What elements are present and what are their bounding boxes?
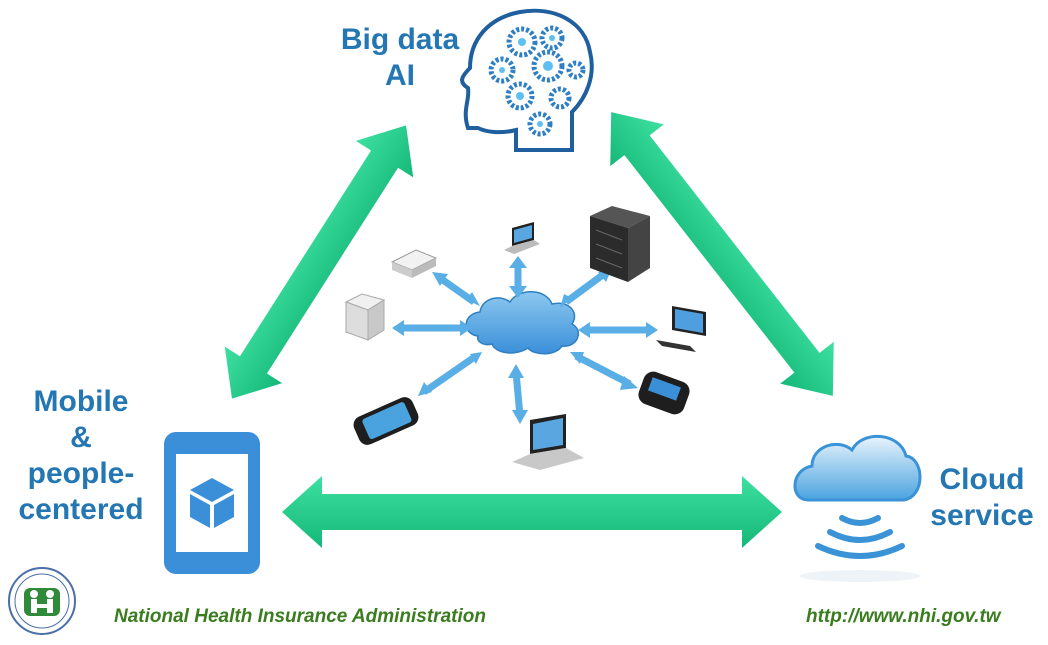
smartphone-cube-icon [164,432,260,574]
mobile-line2: & [70,421,92,454]
laptop-bottom-device [512,414,584,470]
organization-name: National Health Insurance Administration [114,606,486,627]
mobile-line4: centered [18,493,144,526]
bigdata-label: Big data AI [320,22,480,94]
mobile-line1: Mobile [33,385,129,418]
router-device [390,249,438,278]
blackberry-phone-device [638,371,690,415]
nhi-logo [8,567,76,635]
arrow-mobile-cloud [282,476,782,548]
mobile-line3: people- [27,457,135,490]
cloud-line1: Cloud [939,463,1025,496]
arrow-bigdata-cloud [610,112,834,396]
server-rack-device [590,206,650,282]
brain-gears-icon [460,8,594,152]
cloud-label: Cloud service [924,462,1040,534]
mobile-label: Mobile & people- centered [6,384,156,528]
bigdata-line1: Big data [340,23,460,56]
arrow-mobile-bigdata [224,125,414,399]
cloud-line2: service [930,499,1034,532]
network-cloud-icon [344,206,706,470]
server-box-device [344,293,386,341]
laptop-top-device [504,222,540,254]
cloud-signal-icon [793,435,922,582]
bigdata-line2: AI [385,59,415,92]
desktop-monitor-device [656,306,706,352]
website-url[interactable]: http://www.nhi.gov.tw [806,606,1001,627]
smartphone-device [353,397,419,445]
